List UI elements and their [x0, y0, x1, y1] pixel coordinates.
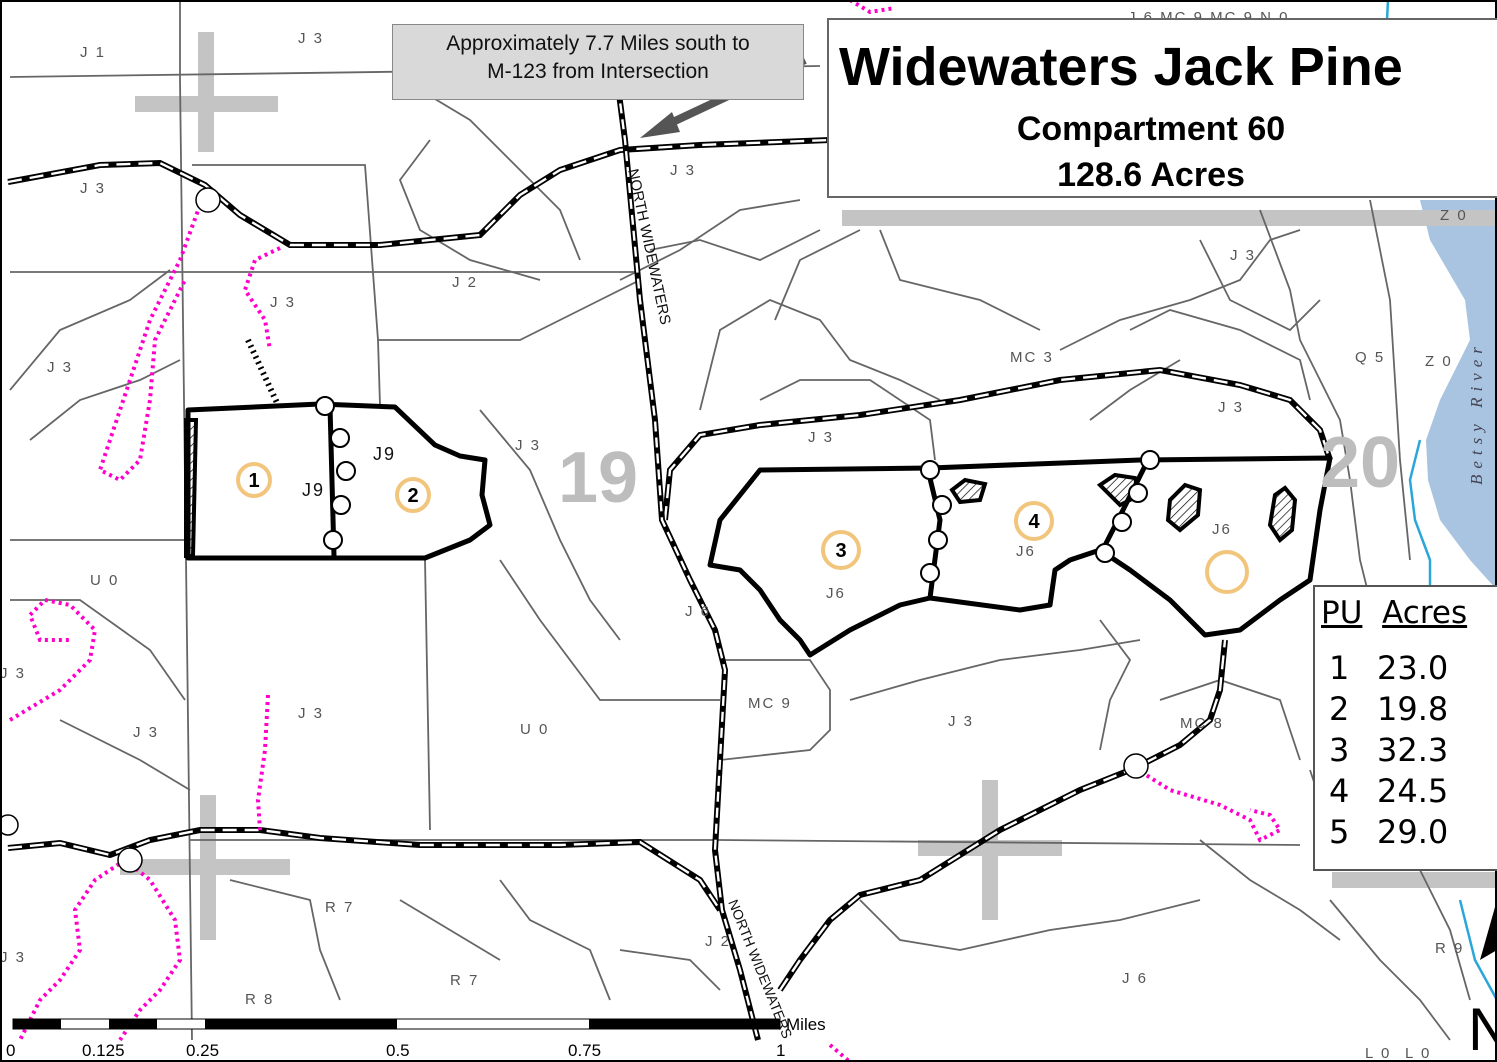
map-title: Widewaters Jack Pine: [839, 37, 1403, 97]
svg-text:J 3: J 3: [948, 713, 974, 730]
project-boundaries: [185, 401, 1333, 658]
direction-note-line1: Approximately 7.7 Miles south to: [446, 32, 750, 55]
section-19-label: 19: [558, 438, 638, 518]
two-track-roads: [8, 140, 1330, 990]
north-arrow-icon: N: [1468, 900, 1497, 1062]
svg-text:J 6: J 6: [1122, 970, 1148, 987]
svg-text:J 2: J 2: [705, 933, 731, 950]
svg-text:Q 5: Q 5: [1355, 349, 1385, 366]
svg-text:L 0: L 0: [1365, 1045, 1391, 1062]
svg-text:Z 0: Z 0: [1425, 353, 1453, 370]
svg-text:L 0: L 0: [1405, 1045, 1431, 1062]
pu-label-1: 1: [248, 470, 259, 492]
svg-text:J 3: J 3: [515, 437, 541, 454]
svg-text:1: 1: [776, 1041, 785, 1060]
svg-text:J 3: J 3: [270, 294, 296, 311]
svg-text:J9: J9: [302, 480, 325, 500]
section-lines: [120, 32, 1497, 940]
svg-text:U 0: U 0: [90, 572, 119, 589]
boundary-vertices: [315, 396, 1160, 583]
compartment-label: Compartment 60: [1016, 110, 1286, 148]
gate-icons: [0, 187, 1149, 873]
pu-header: PU: [1321, 595, 1363, 631]
svg-text:0.25: 0.25: [186, 1041, 219, 1060]
svg-text:J 3: J 3: [0, 665, 26, 682]
svg-text:J6: J6: [1212, 521, 1232, 538]
svg-text:Z 0: Z 0: [1440, 207, 1468, 224]
scale-bar: Miles 0 0.125 0.25 0.5 0.75 1: [6, 1015, 826, 1060]
svg-text:J 3: J 3: [670, 162, 696, 179]
direction-note: Approximately 7.7 Miles south to M-123 f…: [392, 24, 804, 100]
svg-text:J 3: J 3: [80, 180, 106, 197]
svg-text:N: N: [1468, 996, 1497, 1062]
inclusions: [184, 338, 1298, 558]
svg-text:R 9: R 9: [1435, 940, 1464, 957]
river-label: Betsy River: [1467, 341, 1486, 485]
pu-label-4: 4: [1028, 511, 1040, 533]
acreage-label: 128.6 Acres: [1057, 156, 1245, 194]
svg-text:J6: J6: [826, 585, 846, 602]
river-water: [1420, 200, 1497, 590]
svg-text:J 3: J 3: [1218, 399, 1244, 416]
title-box: Widewaters Jack Pine Compartment 60 128.…: [827, 18, 1497, 198]
svg-text:J 3: J 3: [808, 429, 834, 446]
svg-text:J 3: J 3: [47, 359, 73, 376]
svg-text:J 3: J 3: [133, 724, 159, 741]
svg-text:J6: J6: [1016, 543, 1036, 560]
section-20-label: 20: [1320, 423, 1400, 503]
svg-text:J 3: J 3: [0, 949, 26, 966]
pu-label-2: 2: [407, 485, 418, 507]
svg-text:MC 3: MC 3: [1010, 349, 1054, 366]
svg-text:U 0: U 0: [520, 721, 549, 738]
direction-note-line2: M-123 from Intersection: [487, 60, 709, 83]
svg-text:J 3: J 3: [298, 705, 324, 722]
svg-text:0.75: 0.75: [568, 1041, 601, 1060]
acres-header: Acres: [1382, 595, 1468, 631]
trails: [8, 0, 1283, 1062]
svg-text:J 2: J 2: [452, 274, 478, 291]
svg-text:MC 8: MC 8: [1180, 715, 1224, 732]
svg-text:0: 0: [6, 1041, 15, 1060]
pu-table-header: PU Acres: [1321, 595, 1467, 631]
svg-text:J 6: J 6: [685, 603, 711, 620]
svg-text:J 3: J 3: [1230, 247, 1256, 264]
svg-text:Miles: Miles: [786, 1015, 826, 1034]
svg-text:J9: J9: [373, 444, 396, 464]
svg-text:0.5: 0.5: [386, 1041, 410, 1060]
svg-text:MC 9: MC 9: [748, 695, 792, 712]
svg-text:J 3: J 3: [298, 30, 324, 47]
pu-markers: 1 2 3 4: [236, 462, 1249, 594]
pu-label-3: 3: [835, 540, 846, 562]
svg-text:0.125: 0.125: [82, 1041, 125, 1060]
north-widewaters-road: [609, 39, 761, 1041]
svg-text:R 7: R 7: [450, 972, 479, 989]
svg-text:R 8: R 8: [245, 991, 274, 1008]
svg-text:R 7: R 7: [325, 899, 354, 916]
svg-text:J 1: J 1: [80, 44, 106, 61]
